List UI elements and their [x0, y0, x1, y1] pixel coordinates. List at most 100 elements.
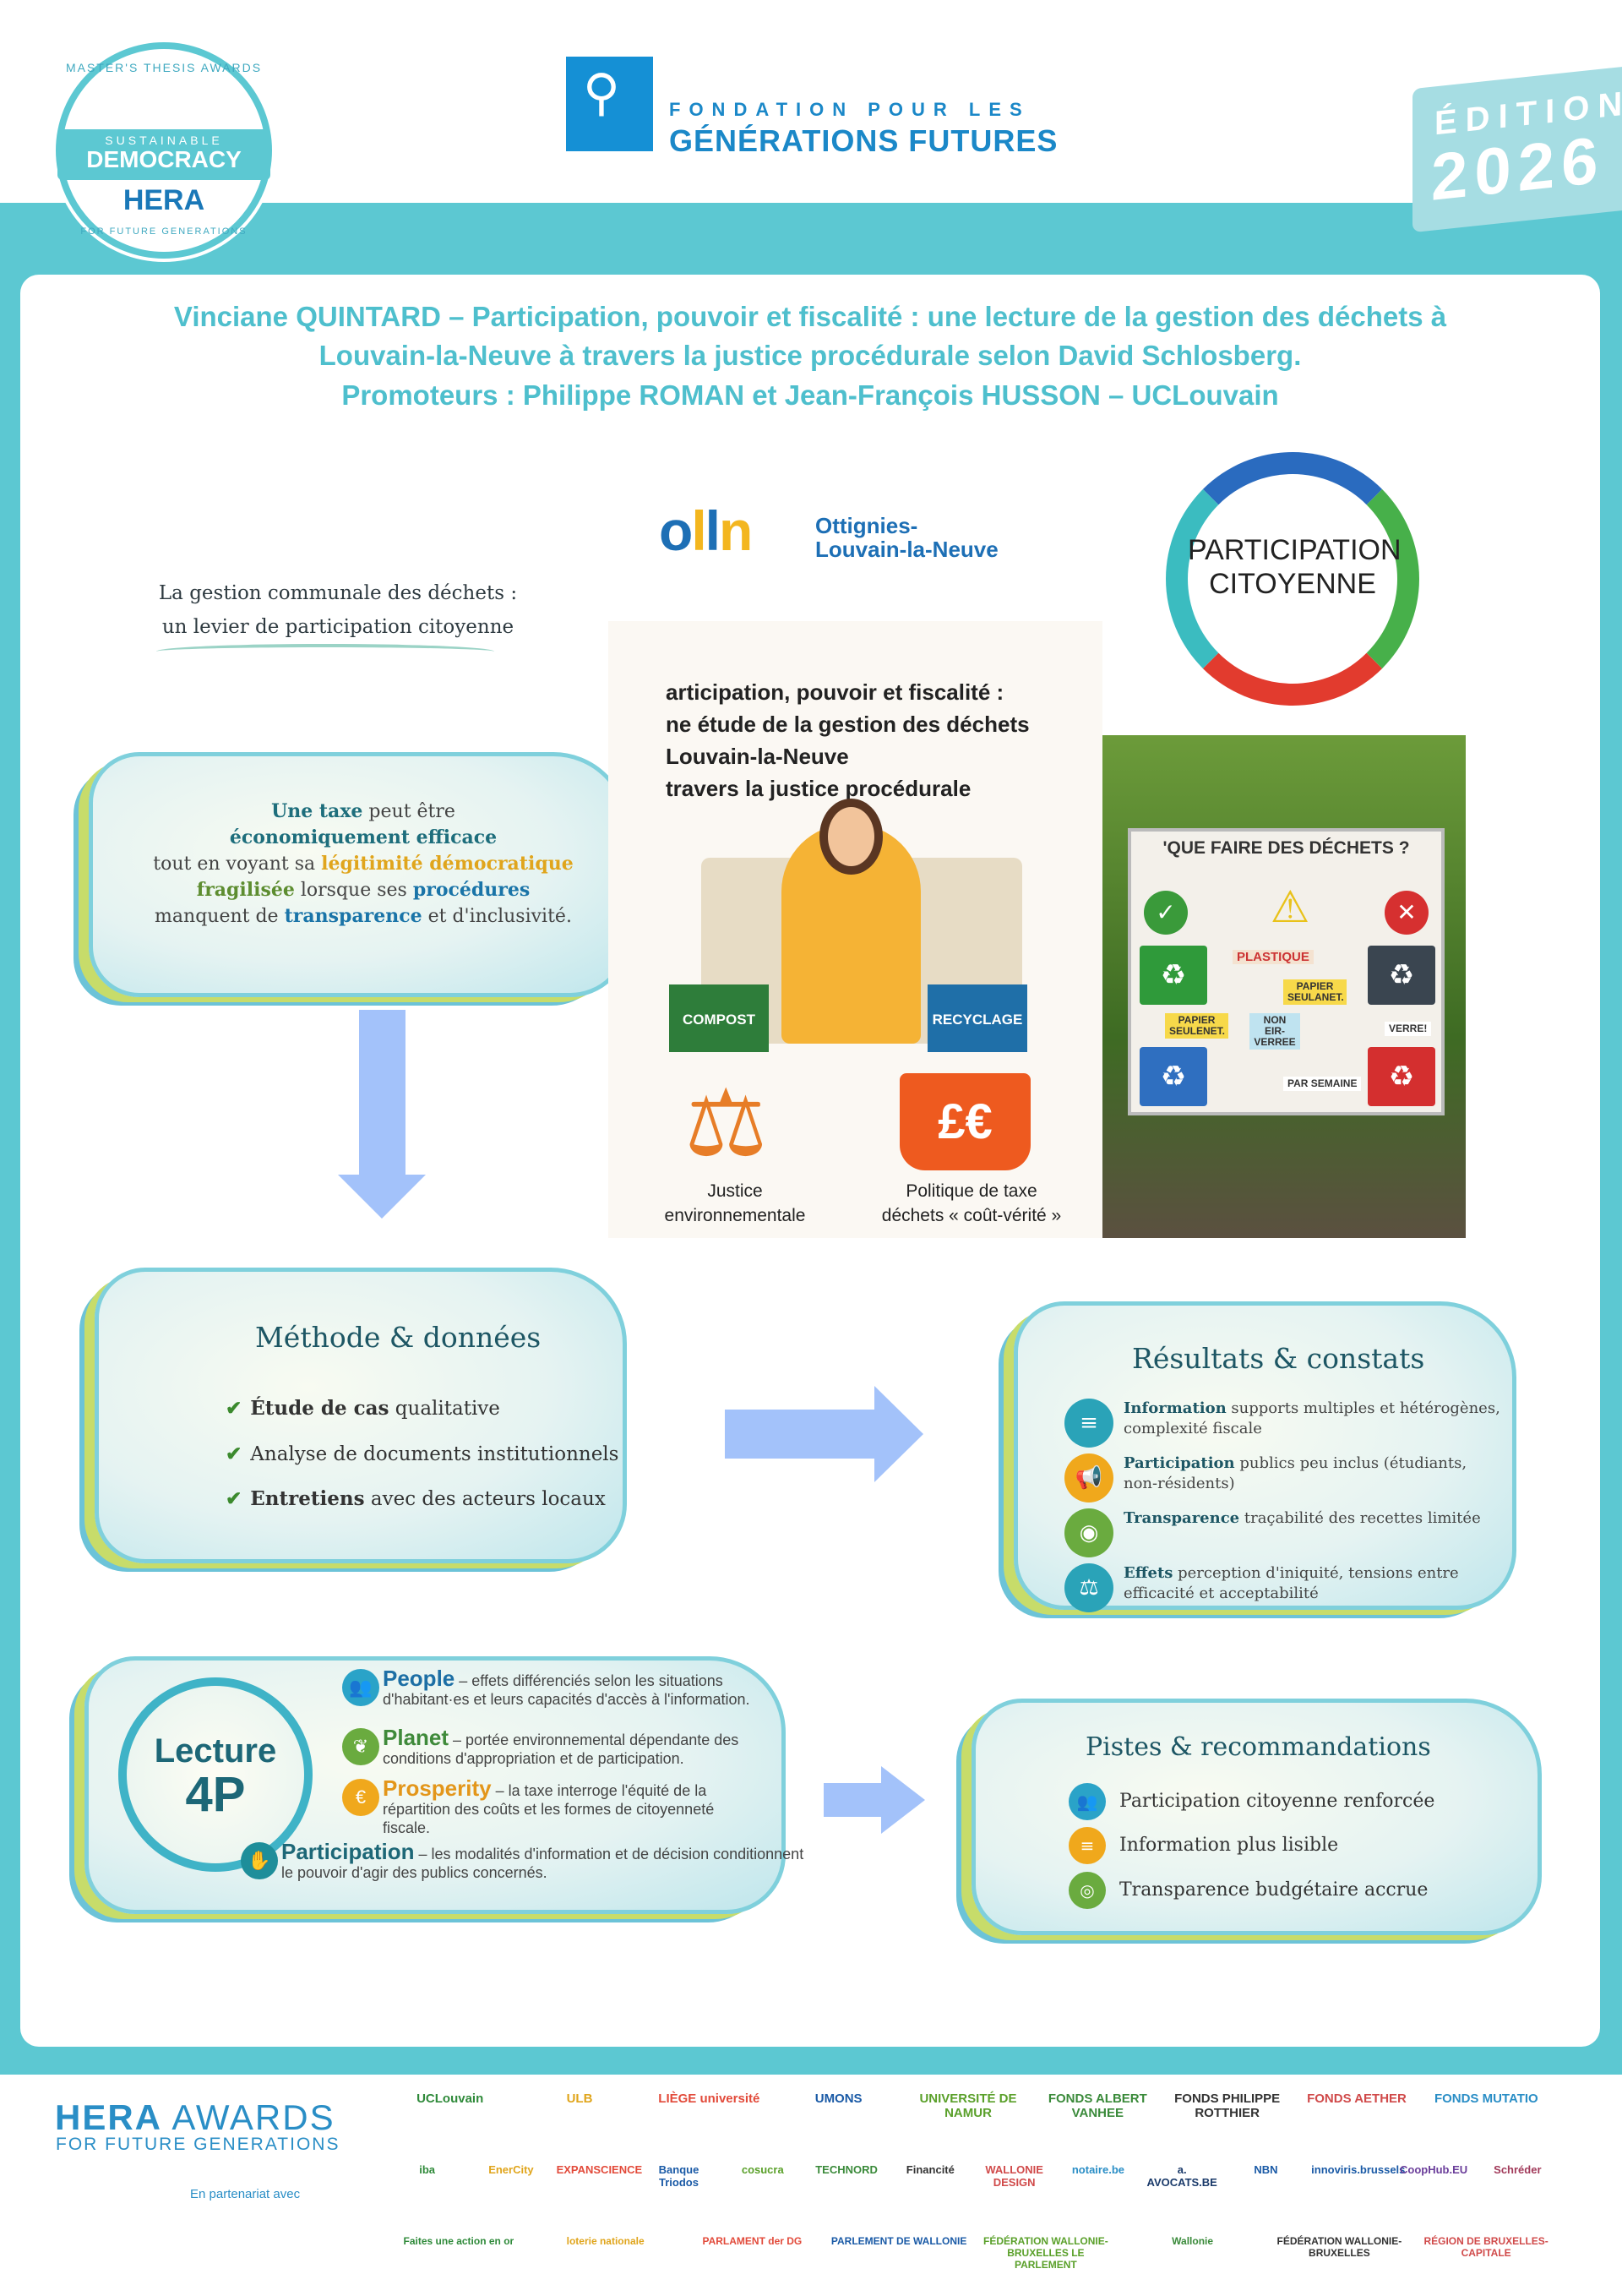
- item-text: supports multiples et hétérogènes, compl…: [1124, 1399, 1500, 1437]
- result-icon-information: ≡: [1064, 1399, 1113, 1448]
- pc-line2: CITOYENNE: [1209, 568, 1376, 600]
- lecture-title: Lecture: [154, 1732, 277, 1770]
- methode-item: ✔Analyse de documents institutionnels: [226, 1442, 618, 1465]
- partner-logo: Banque Triodos: [658, 2163, 699, 2189]
- poster-supervisors: Promoteurs : Philippe ROMAN et Jean-Fran…: [341, 379, 1279, 411]
- compost-bin: COMPOST: [669, 984, 769, 1052]
- infographic-heading: articipation, pouvoir et fiscalité : ne …: [666, 676, 1030, 804]
- check-icon: ✓: [1144, 891, 1188, 935]
- badge-hera-mark: HERA: [122, 184, 205, 216]
- partner-logo: FONDS ALBERT VANHEE: [1048, 2091, 1147, 2120]
- text-fragment: lorsque ses: [294, 880, 413, 901]
- right-arrow-head: [874, 1386, 923, 1482]
- intro-line2: un levier de participation citoyenne: [161, 616, 514, 638]
- pistes-bubble: Pistes & recommandations 👥Participation …: [972, 1699, 1542, 1935]
- heading-line: travers la justice procédurale: [666, 776, 972, 801]
- partner-logo: LIÈGE université: [658, 2091, 760, 2106]
- partner-logo: Schréder: [1494, 2163, 1542, 2176]
- partner-logo: FÉDÉRATION WALLONIE-BRUXELLES: [1276, 2235, 1402, 2259]
- olln-logo-mark: olln: [659, 499, 753, 562]
- heading-line: Louvain-la-Neuve: [666, 744, 849, 769]
- check-icon: ✔: [226, 1487, 242, 1510]
- foundation-name-line2: GÉNÉRATIONS FUTURES: [669, 123, 1059, 158]
- sign-label: PLASTIQUE: [1233, 950, 1314, 964]
- text-fragment: transparence: [284, 905, 422, 927]
- woman-illustration: [781, 799, 921, 1044]
- item-bold: Entretiens: [250, 1487, 365, 1510]
- text-fragment: procédures: [412, 879, 531, 901]
- partner-logo: innoviris.brussels: [1311, 2163, 1406, 2176]
- caption-line: Justice: [707, 1181, 763, 1201]
- result-icon-effets: ⚖: [1064, 1563, 1113, 1612]
- pistes-item: ◎Transparence budgétaire accrue: [1069, 1872, 1428, 1909]
- caption-line: Politique de taxe: [906, 1181, 1037, 1201]
- partner-logo: FONDS PHILIPPE ROTTHIER: [1174, 2091, 1281, 2120]
- partnership-label: En partenariat avec: [190, 2187, 301, 2201]
- partner-logo: iba: [419, 2163, 436, 2176]
- hera-awards-footer-logo: HERA AWARDS: [55, 2097, 335, 2138]
- sign-title: 'QUE FAIRE DES DÉCHETS ?: [1162, 838, 1410, 858]
- badge-top-text: MASTER'S THESIS AWARDS: [65, 61, 263, 74]
- down-arrow-head: [338, 1175, 426, 1219]
- text-fragment: économiquement efficace: [229, 826, 498, 848]
- item-text: traçabilité des recettes limitée: [1239, 1509, 1481, 1527]
- foundation-logo-mark: ⚲: [566, 57, 653, 151]
- partner-logo: loterie nationale: [566, 2235, 645, 2247]
- lecture-4p-item: 👥People – effets différenciés selon les …: [342, 1666, 788, 1709]
- item-text: publics peu inclus (étudiants, non-résid…: [1124, 1454, 1467, 1492]
- item-text: qualitative: [389, 1398, 500, 1420]
- item-text: – effets différenciés selon les situatio…: [383, 1672, 750, 1708]
- badge-ribbon-big: DEMOCRACY: [86, 146, 242, 172]
- sign-label: PAPIER SEULANET.: [1283, 979, 1347, 1005]
- piste-icon: ≡: [1069, 1827, 1106, 1864]
- poster-title-line1: Vinciane QUINTARD – Participation, pouvo…: [173, 301, 1447, 332]
- lecture-4p-item: ❦Planet – portée environnemental dépenda…: [342, 1726, 788, 1768]
- right-arrow-head: [881, 1766, 925, 1834]
- blue-bin-icon: ♻: [1140, 1047, 1207, 1106]
- partner-logo: FONDS MUTATIO: [1434, 2091, 1538, 2106]
- item-text: Analyse de documents institutionnels: [250, 1443, 619, 1465]
- poster-title-line2: Louvain-la-Neuve à travers la justice pr…: [318, 340, 1302, 371]
- red-bin-icon: ♻: [1368, 1047, 1435, 1106]
- item-bold: Étude de cas: [250, 1397, 389, 1420]
- item-label: People: [383, 1666, 455, 1691]
- heading-line: ne étude de la gestion des déchets: [666, 712, 1030, 737]
- badge-ribbon-small: SUSTAINABLE: [105, 134, 223, 147]
- hera-subtitle: FOR FUTURE GENERATIONS: [56, 2135, 340, 2154]
- partner-logo: RÉGION DE BRUXELLES-CAPITALE: [1423, 2235, 1549, 2259]
- planet-icon: ❦: [342, 1728, 379, 1765]
- partner-logo: Financité: [906, 2163, 955, 2176]
- pc-line1: PARTICIPATION: [1188, 534, 1402, 566]
- resultats-item: ≡Information supports multiples et hétér…: [1064, 1399, 1504, 1448]
- people-icon: 👥: [342, 1669, 379, 1706]
- heading-line: articipation, pouvoir et fiscalité :: [666, 679, 1004, 705]
- item-label: Prosperity: [383, 1775, 492, 1801]
- partner-logo: cosucra: [741, 2163, 784, 2176]
- resultats-title: Résultats & constats: [1132, 1342, 1425, 1375]
- prosperity-icon: €: [342, 1779, 379, 1816]
- partner-logo: Wallonie: [1172, 2235, 1214, 2247]
- cross-icon: ✕: [1385, 891, 1429, 935]
- olln-name2: Louvain-la-Neuve: [815, 537, 999, 562]
- partner-logo: Faites une action en or: [403, 2235, 514, 2247]
- item-text: – les modalités d'information et de déci…: [281, 1846, 804, 1881]
- decorative-swoosh: [156, 644, 494, 659]
- methode-bubble: Méthode & données ✔Étude de cas qualitat…: [95, 1268, 627, 1563]
- waste-sign: 'QUE FAIRE DES DÉCHETS ? ✓ ⚠ ✕ ♻ ♻ ♻ ♻ P…: [1128, 828, 1445, 1115]
- edition-tab: ÉDITION 2026: [1412, 66, 1622, 233]
- olln-name1: Ottignies-: [815, 513, 918, 538]
- text-fragment: Une taxe: [271, 800, 363, 822]
- item-text: – la taxe interroge l'équité de la répar…: [383, 1782, 715, 1836]
- item-text: perception d'iniquité, tensions entre ef…: [1124, 1564, 1459, 1602]
- resultats-item: 📢Participation publics peu inclus (étudi…: [1064, 1453, 1504, 1502]
- intro-line1: La gestion communale des déchets :: [158, 582, 518, 604]
- item-label: Effets: [1124, 1564, 1173, 1582]
- thesis-statement-bubble: Une taxe peut être économiquement effica…: [89, 752, 629, 997]
- foundation-name-line1: FONDATION POUR LES: [669, 99, 1031, 120]
- piste-icon: 👥: [1069, 1783, 1106, 1820]
- text-fragment: tout en voyant sa: [153, 854, 322, 875]
